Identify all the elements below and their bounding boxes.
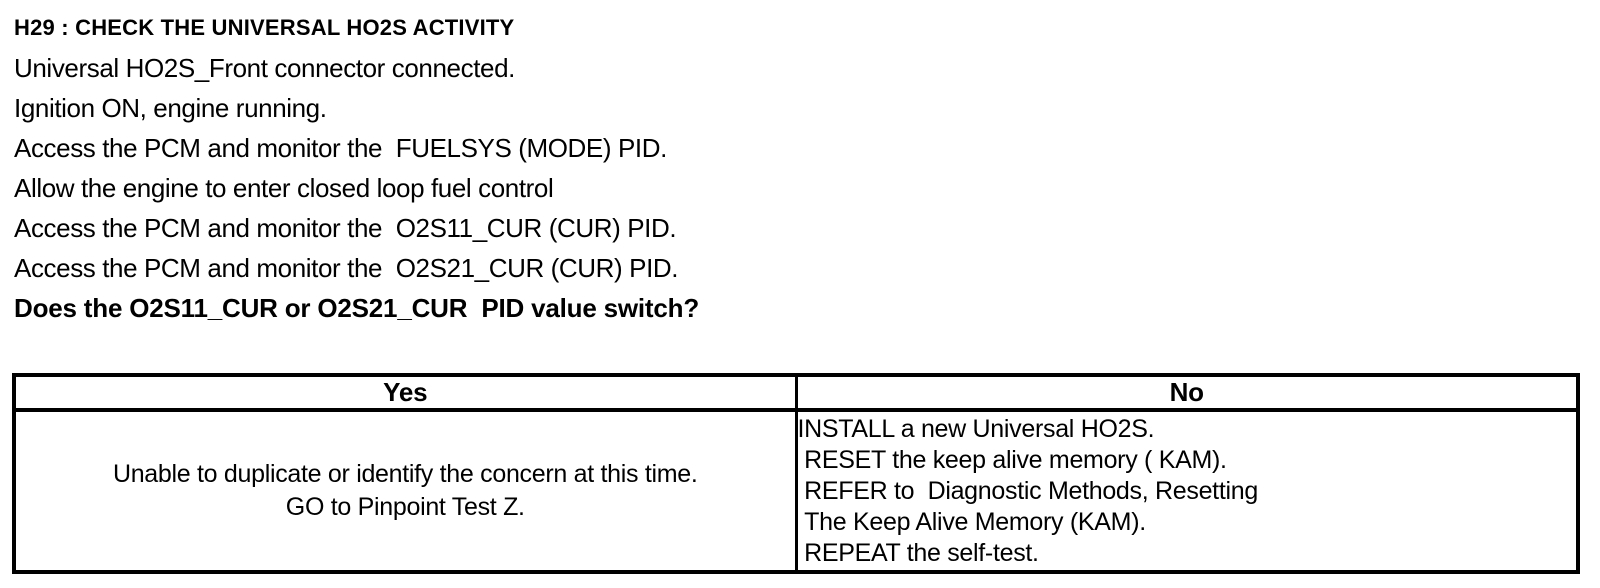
no-action-line: REPEAT the self-test.	[797, 538, 1039, 567]
column-header-yes: Yes	[12, 373, 798, 412]
yes-action-line: GO to Pinpoint Test Z.	[285, 493, 525, 521]
no-action-line: RESET the keep alive memory ( KAM).	[797, 445, 1227, 474]
header-row: Yes No	[12, 373, 1580, 412]
test-question: Does the O2S11_CUR or O2S21_CUR PID valu…	[14, 293, 700, 323]
instruction-line: Access the PCM and monitor the O2S11_CUR…	[14, 213, 677, 243]
results-table-body: Unable to duplicate or identify the conc…	[12, 408, 1580, 574]
actions-row: Unable to duplicate or identify the conc…	[12, 408, 1580, 574]
results-table: Yes No Unable to duplicate or identify t…	[12, 373, 1580, 574]
yes-actions-cell: Unable to duplicate or identify the conc…	[12, 408, 798, 574]
instruction-line: Access the PCM and monitor the FUELSYS (…	[14, 133, 667, 163]
yes-action-line: Unable to duplicate or identify the conc…	[112, 460, 698, 488]
no-action-line: The Keep Alive Memory (KAM).	[797, 507, 1146, 536]
step-title: H29 : CHECK THE UNIVERSAL HO2S ACTIVITY	[14, 15, 515, 40]
no-action-line: INSTALL a new Universal HO2S.	[797, 414, 1155, 443]
instruction-line: Universal HO2S_Front connector connected…	[14, 53, 515, 83]
instruction-line: Allow the engine to enter closed loop fu…	[14, 173, 554, 203]
instruction-line: Access the PCM and monitor the O2S21_CUR…	[14, 253, 679, 283]
no-action-line: REFER to Diagnostic Methods, Resetting	[797, 476, 1258, 505]
column-header-no: No	[794, 373, 1580, 412]
results-table-header: Yes No	[12, 373, 1580, 412]
no-actions-cell: INSTALL a new Universal HO2S. RESET the …	[794, 408, 1580, 574]
instruction-line: Ignition ON, engine running.	[14, 93, 327, 123]
pinpoint-test-step: H29 : CHECK THE UNIVERSAL HO2S ACTIVITY …	[14, 15, 700, 323]
